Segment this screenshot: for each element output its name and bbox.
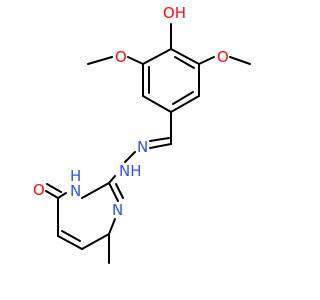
bond	[87, 56, 113, 65]
atom-label-layer: OH O O N NH H N N O	[33, 4, 229, 219]
atom-o-methoxy-right: O	[217, 48, 229, 66]
atom-o-methoxy-left: O	[115, 48, 127, 66]
molecule-structure-diagram: OH O O N NH H N N O	[33, 4, 251, 264]
bond-layer	[45, 23, 251, 264]
atom-h-ring: H	[70, 167, 81, 185]
bond	[57, 235, 83, 250]
bond	[81, 182, 110, 199]
bond	[229, 56, 251, 65]
atom-n-imine: N	[137, 138, 148, 156]
bond	[172, 91, 194, 105]
bond	[57, 192, 67, 199]
bond	[170, 95, 200, 113]
bond	[115, 183, 124, 199]
bond	[127, 56, 144, 65]
bond	[124, 151, 136, 163]
bond	[46, 183, 62, 193]
bond	[61, 230, 81, 242]
bond	[142, 48, 172, 65]
atom-o-carbonyl: O	[33, 181, 45, 199]
bond	[108, 218, 116, 235]
bond	[108, 175, 116, 184]
bond	[149, 143, 172, 149]
bond	[81, 233, 110, 250]
atom-oh: OH	[163, 4, 186, 22]
atom-n-ring-nh: N	[70, 182, 81, 200]
bond	[45, 190, 59, 199]
bond	[108, 182, 119, 202]
bond	[198, 56, 215, 65]
bond	[170, 48, 200, 65]
bond	[142, 95, 172, 113]
atom-n-ring: N	[112, 201, 123, 219]
atom-nh-hydrazine: NH	[119, 162, 142, 180]
bond	[174, 56, 195, 69]
bond	[149, 137, 170, 142]
